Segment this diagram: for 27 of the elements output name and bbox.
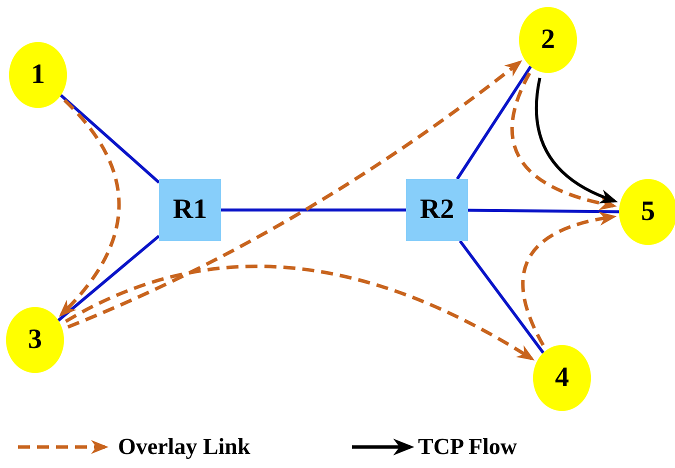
node-label: 3 (28, 326, 42, 354)
node-circle (6, 307, 64, 373)
legend-label: Overlay Link (118, 435, 250, 458)
link-line (60, 94, 160, 184)
node-label: 5 (641, 198, 655, 226)
node-label: R1 (172, 196, 208, 224)
link-line (456, 66, 532, 180)
overlay-link-arrow (521, 212, 617, 346)
overlay-link-arrow (64, 264, 535, 360)
node-circle (519, 7, 577, 73)
flow-arrow (534, 78, 618, 203)
link-line (57, 234, 160, 322)
node-label: 4 (555, 364, 569, 392)
node-label: 1 (31, 61, 45, 89)
node-label: 2 (541, 26, 555, 54)
link-line (468, 208, 620, 214)
router-box (406, 179, 468, 241)
link-line (458, 240, 544, 354)
link-line (221, 208, 406, 212)
overlay-link-arrow (59, 99, 121, 318)
overlay-link-arrow (67, 60, 522, 329)
router-box (159, 179, 221, 241)
legend-label: TCP Flow (418, 435, 518, 458)
node-circle (9, 42, 67, 108)
overlay-link-arrow (510, 72, 617, 210)
node-circle (533, 345, 591, 411)
node-label: R2 (420, 196, 454, 224)
